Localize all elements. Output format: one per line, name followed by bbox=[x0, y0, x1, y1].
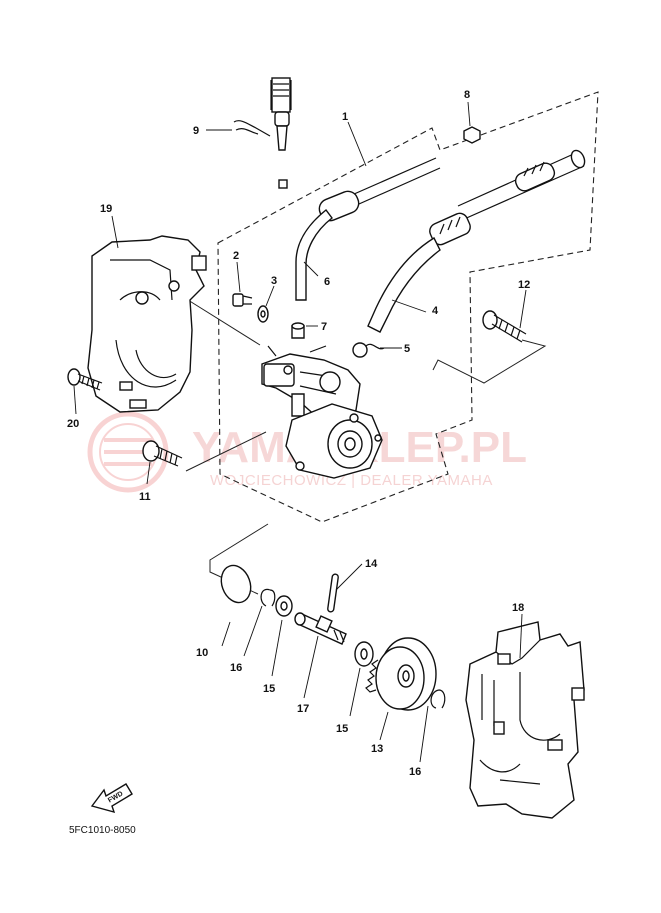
callout-10: 10 bbox=[196, 647, 208, 659]
callout-13: 13 bbox=[371, 743, 383, 755]
nut-part-8 bbox=[463, 126, 481, 144]
callout-16-right: 16 bbox=[409, 766, 421, 778]
fuel-hose-part-1 bbox=[295, 157, 441, 301]
spring-part-5 bbox=[352, 342, 385, 358]
diagram-code: 5FC1010-8050 bbox=[69, 825, 136, 836]
callout-2: 2 bbox=[233, 250, 239, 262]
bolt-part-20 bbox=[67, 368, 103, 391]
ref-line-19 bbox=[187, 299, 261, 346]
callout-17: 17 bbox=[297, 703, 309, 715]
circlip-part-16-right bbox=[430, 689, 446, 709]
washer-part-15-right bbox=[354, 641, 374, 667]
bolt-part-11 bbox=[142, 440, 183, 467]
washer-part-15-left bbox=[275, 595, 293, 617]
callout-4: 4 bbox=[432, 305, 439, 317]
callout-3: 3 bbox=[271, 275, 277, 287]
callout-labels: 1 2 3 4 5 6 7 8 9 10 11 12 13 14 15 15 1… bbox=[67, 89, 530, 778]
watermark: YAMASKLEP.PL WOJCIECHOWICZ | DEALER YAMA… bbox=[87, 411, 527, 493]
watermark-dealer: WOJCIECHOWICZ | DEALER YAMAHA bbox=[210, 472, 493, 489]
callout-15-left: 15 bbox=[263, 683, 275, 695]
joint-part-7 bbox=[291, 322, 305, 339]
callout-14: 14 bbox=[365, 558, 378, 570]
callout-5: 5 bbox=[404, 343, 410, 355]
callout-11: 11 bbox=[139, 491, 151, 503]
gear-part-13 bbox=[365, 637, 437, 711]
screw-part-2 bbox=[232, 293, 253, 307]
callout-12: 12 bbox=[518, 279, 530, 291]
ref-line-12 bbox=[432, 339, 547, 384]
dashed-group-outline-left bbox=[217, 91, 599, 523]
hose-part-4 bbox=[367, 149, 586, 333]
callout-8: 8 bbox=[464, 89, 470, 101]
fwd-arrow-icon: FWD bbox=[90, 783, 133, 814]
callout-19: 19 bbox=[100, 203, 112, 215]
housing-part-18 bbox=[465, 621, 585, 819]
callout-16-left: 16 bbox=[230, 662, 242, 674]
callout-20: 20 bbox=[67, 418, 79, 430]
shaft-part-17 bbox=[294, 612, 347, 645]
cover-part-19 bbox=[87, 235, 207, 413]
callout-18: 18 bbox=[512, 602, 524, 614]
washer-part-3 bbox=[257, 305, 269, 323]
leader-lines bbox=[73, 101, 527, 763]
callout-15-right: 15 bbox=[336, 723, 348, 735]
bolt-part-12 bbox=[482, 310, 527, 343]
throttle-cable-top bbox=[270, 77, 292, 189]
oil-pump-assembly bbox=[261, 345, 383, 479]
o-ring-part-10 bbox=[220, 564, 252, 604]
callout-6: 6 bbox=[324, 276, 330, 288]
callout-9: 9 bbox=[193, 125, 199, 137]
circlip-part-16-left bbox=[260, 588, 276, 607]
pin-part-14 bbox=[327, 573, 339, 613]
clip-part-9 bbox=[233, 120, 271, 137]
callout-1: 1 bbox=[342, 111, 348, 123]
callout-7: 7 bbox=[321, 321, 327, 333]
